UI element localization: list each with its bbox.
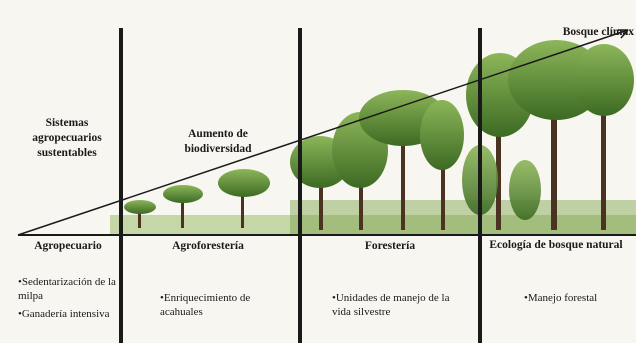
zone-item-forest-1: •Unidades de manejo de la vida silvestre xyxy=(332,292,450,318)
zone-title-agropecuario: Agropecuario xyxy=(34,240,102,252)
forestry-trees xyxy=(290,90,464,230)
diagonal-arrowhead xyxy=(618,29,629,39)
agroforestry-trees xyxy=(124,169,270,228)
zone-title-forestria: Forestería xyxy=(364,240,416,252)
zone-item-agro-1: •Sedentarización de la milpa xyxy=(18,276,116,302)
natural-forest-trees xyxy=(462,40,634,230)
ground-vegetation xyxy=(110,200,636,235)
zone-item-agroforest-1: •Enriquecimiento de acahuales xyxy=(160,292,251,318)
sustainable-systems-label: Sistemas agropecuarios sustentables xyxy=(32,117,102,159)
zone-title-agroforesteria: Agroforestería xyxy=(172,240,244,252)
zone-dividers xyxy=(119,28,482,343)
zone-title-natural-forest: Ecología de bosque natural xyxy=(489,239,623,251)
climax-forest-label: Bosque clímax xyxy=(562,26,634,38)
biodiversity-label: Aumento de biodiversidad xyxy=(184,128,252,155)
zone-item-agro-2: •Ganadería intensiva xyxy=(18,308,110,320)
zone-item-natural-1: •Manejo forestal xyxy=(524,292,598,304)
